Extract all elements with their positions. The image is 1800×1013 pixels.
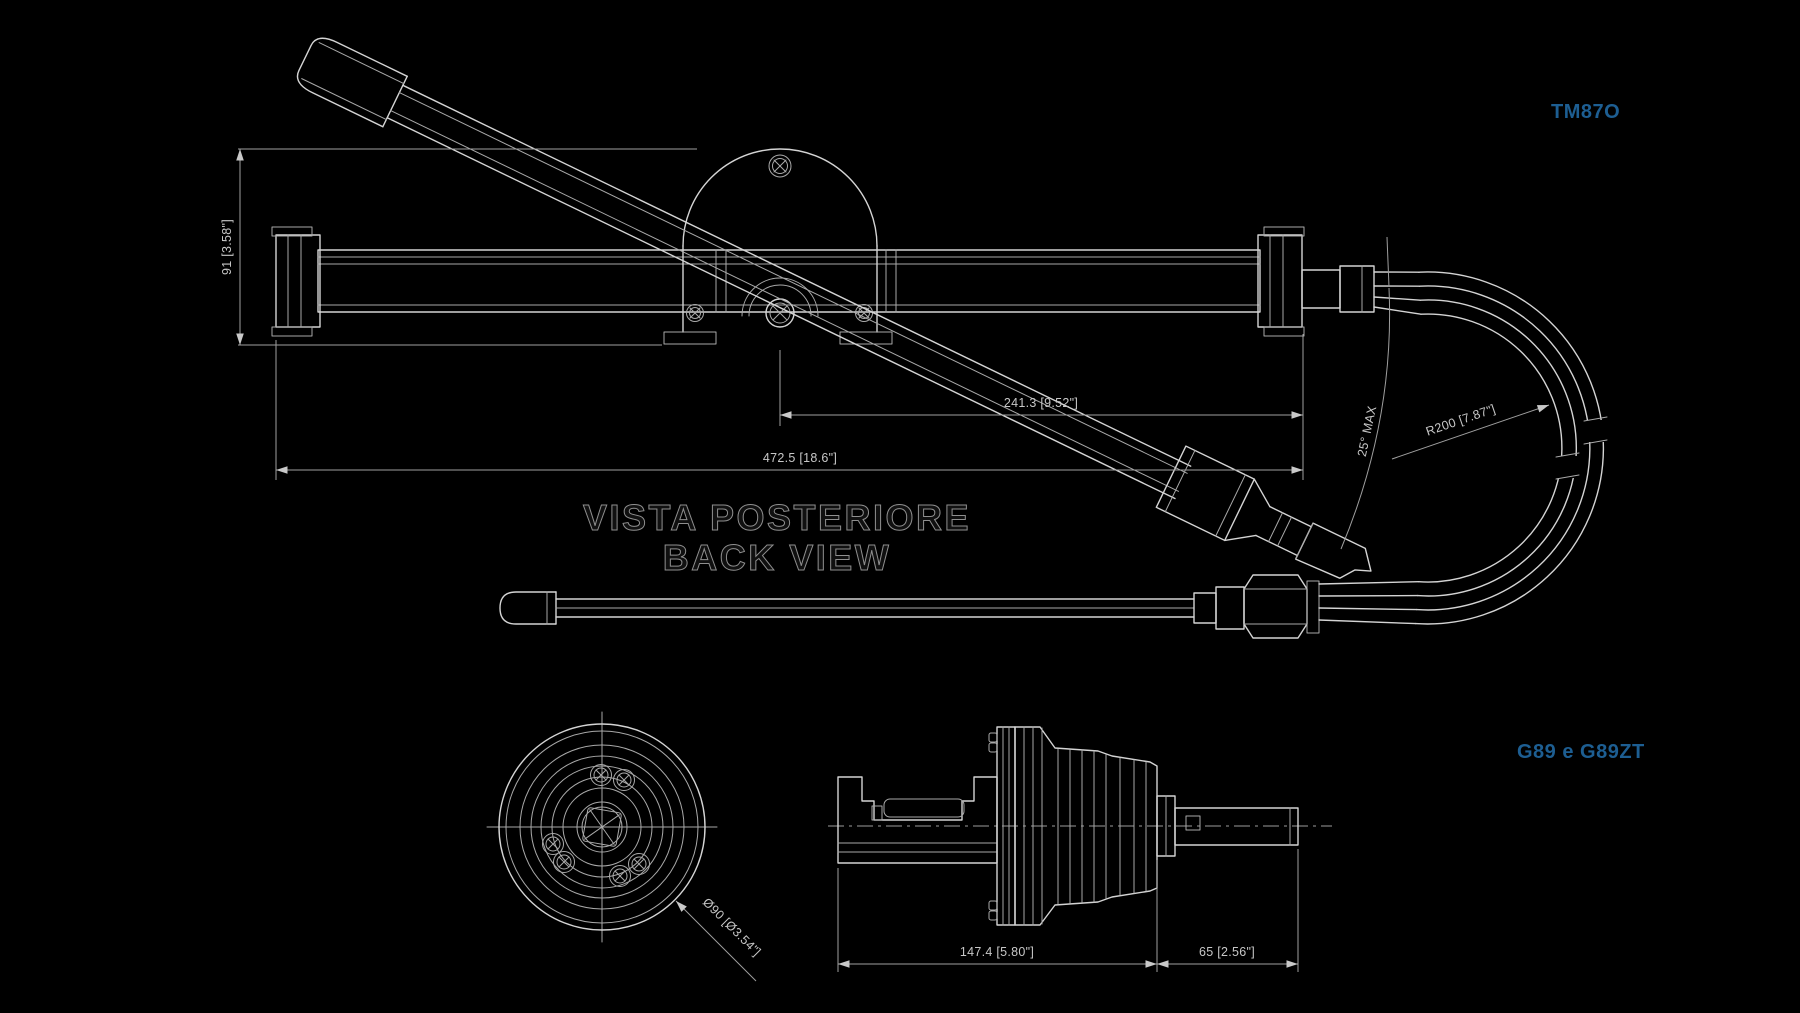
dim-tiller-angle-label: 25° MAX: [1355, 404, 1379, 458]
cylinder-end-left: [271, 226, 321, 337]
dimension-bracket-height: 91 [3.58"]: [220, 148, 697, 346]
model-label-g89: G89 e G89ZT: [1517, 741, 1645, 763]
dimension-helm-diameter: Ø90 [Ø3.54"]: [675, 895, 764, 982]
hose-hex-fitting: [1243, 574, 1308, 639]
dim-bracket-height-label: 91 [3.58"]: [220, 219, 234, 275]
hydraulic-hoses: [1318, 271, 1608, 625]
dim-hose-radius-label: R200 [7.87"]: [1424, 402, 1497, 439]
view-title-line2: BACK VIEW: [663, 537, 892, 578]
cylinder-hose-fitting: [1301, 265, 1375, 313]
cylinder-end-right: [1257, 226, 1305, 337]
bracket-screw-left: [686, 304, 704, 322]
tie-rod: [499, 574, 1320, 639]
dim-helm-diameter-label: Ø90 [Ø3.54"]: [700, 895, 764, 959]
dimension-hose-radius: R200 [7.87"]: [1391, 402, 1550, 460]
bracket-screw-top: [768, 154, 792, 178]
bracket-screw-right: [855, 304, 873, 322]
helm-mount-bracket: [837, 776, 998, 864]
mounting-bracket: [663, 148, 893, 345]
dim-helm-shaft-length-label: 65 [2.56"]: [1199, 945, 1255, 959]
dim-overall-length-label: 472.5 [18.6"]: [763, 451, 837, 465]
helm-side-view: 147.4 [5.80"] 65 [2.56"]: [828, 726, 1332, 972]
helm-shaft: [1156, 795, 1299, 857]
helm-back-view: Ø90 [Ø3.54"]: [486, 711, 764, 982]
dimension-overall-length: 472.5 [18.6"]: [275, 334, 1304, 480]
dim-helm-body-length-label: 147.4 [5.80"]: [960, 945, 1034, 959]
helm-shaft-hub: [582, 807, 622, 847]
dimension-helm-body-length: 147.4 [5.80"]: [837, 860, 1158, 972]
dimension-helm-shaft-length: 65 [2.56"]: [1157, 849, 1299, 972]
model-label-tm87o: TM87O: [1551, 101, 1620, 123]
view-title-line1: VISTA POSTERIORE: [583, 497, 971, 538]
helm-screws: [542, 764, 650, 887]
dimension-stroke-length: 241.3 [9.52"]: [779, 350, 1303, 426]
dim-stroke-length-label: 241.3 [9.52"]: [1004, 396, 1078, 410]
dimension-tiller-angle: 25° MAX: [1340, 236, 1391, 550]
tiller-grip: [296, 37, 408, 128]
tiller-link-cylinder: [1155, 445, 1256, 542]
